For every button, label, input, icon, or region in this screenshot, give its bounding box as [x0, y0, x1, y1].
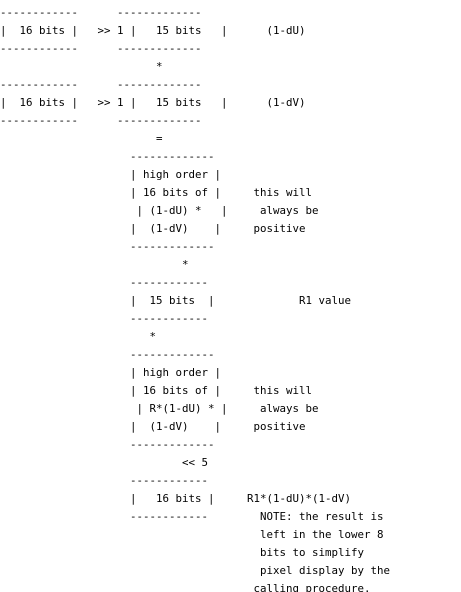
- diagram-line: | 16 bits | R1*(1-dU)*(1-dV): [0, 492, 352, 505]
- diagram-line: ------------: [0, 474, 209, 487]
- diagram-line: ------------ -------------: [0, 114, 202, 127]
- diagram-line: -------------: [0, 150, 215, 163]
- diagram-line: ------------: [0, 312, 209, 325]
- diagram-line: ------------: [0, 276, 209, 289]
- diagram-line: *: [0, 258, 189, 271]
- diagram-line: ------------ -------------: [0, 6, 202, 19]
- diagram-line: =: [0, 132, 163, 145]
- diagram-line: | 16 bits of | this will: [0, 186, 313, 199]
- diagram-line: | 15 bits | R1 value: [0, 294, 352, 307]
- diagram-line: << 5: [0, 456, 209, 469]
- diagram-line: pixel display by the: [0, 564, 391, 577]
- diagram-line: ------------ NOTE: the result is: [0, 510, 384, 523]
- diagram-line: -------------: [0, 240, 215, 253]
- diagram-line: -------------: [0, 438, 215, 451]
- diagram-line: *: [0, 330, 157, 343]
- diagram-line: | 16 bits | >> 1 | 15 bits | (1-dU): [0, 24, 306, 37]
- diagram-line: | high order |: [0, 366, 222, 379]
- diagram-line: | (1-dU) * | always be: [0, 204, 319, 217]
- diagram-line: | high order |: [0, 168, 222, 181]
- diagram-line: bits to simplify: [0, 546, 365, 559]
- diagram-line: ------------ -------------: [0, 42, 202, 55]
- diagram-line: | (1-dV) | positive: [0, 222, 306, 235]
- diagram-line: | 16 bits of | this will: [0, 384, 313, 397]
- diagram-line: calling procedure.: [0, 582, 371, 592]
- diagram-line: | R*(1-dU) * | always be: [0, 402, 319, 415]
- diagram-line: left in the lower 8: [0, 528, 384, 541]
- diagram-line: ------------ -------------: [0, 78, 202, 91]
- diagram-line: | (1-dV) | positive: [0, 420, 306, 433]
- diagram-line: -------------: [0, 348, 215, 361]
- diagram-line: | 16 bits | >> 1 | 15 bits | (1-dV): [0, 96, 306, 109]
- diagram-line: *: [0, 60, 163, 73]
